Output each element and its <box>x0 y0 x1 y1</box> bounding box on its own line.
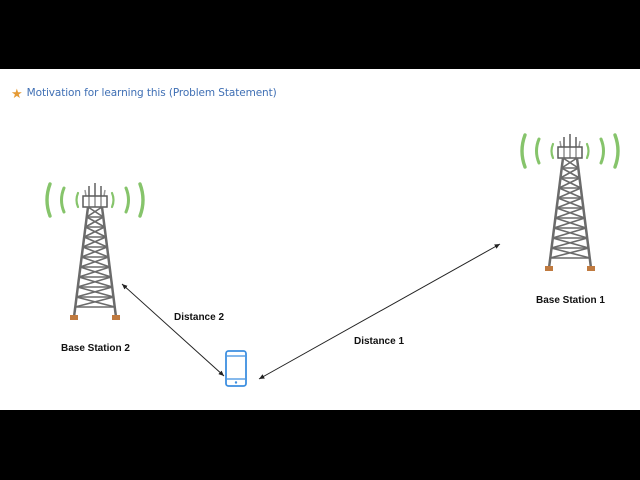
base-station-2-label: Base Station 2 <box>61 343 130 354</box>
distance-1-label: Distance 1 <box>354 336 405 347</box>
slide-heading: ★ Motivation for learning this (Problem … <box>11 86 277 100</box>
base-station-1-label: Base Station 1 <box>536 295 605 306</box>
distance-2-label: Distance 2 <box>174 312 225 323</box>
mobile-phone-icon <box>225 350 247 387</box>
distance-1-arrow <box>258 243 501 380</box>
slide-canvas: ★ Motivation for learning this (Problem … <box>0 69 640 410</box>
slide-heading-text: Motivation for learning this (Problem St… <box>26 87 277 99</box>
tower-base-station-2 <box>45 181 145 322</box>
network-diagram <box>45 132 620 387</box>
star-icon: ★ <box>11 85 23 101</box>
distance-2-arrow <box>121 283 225 377</box>
tower-base-station-1 <box>520 132 620 273</box>
